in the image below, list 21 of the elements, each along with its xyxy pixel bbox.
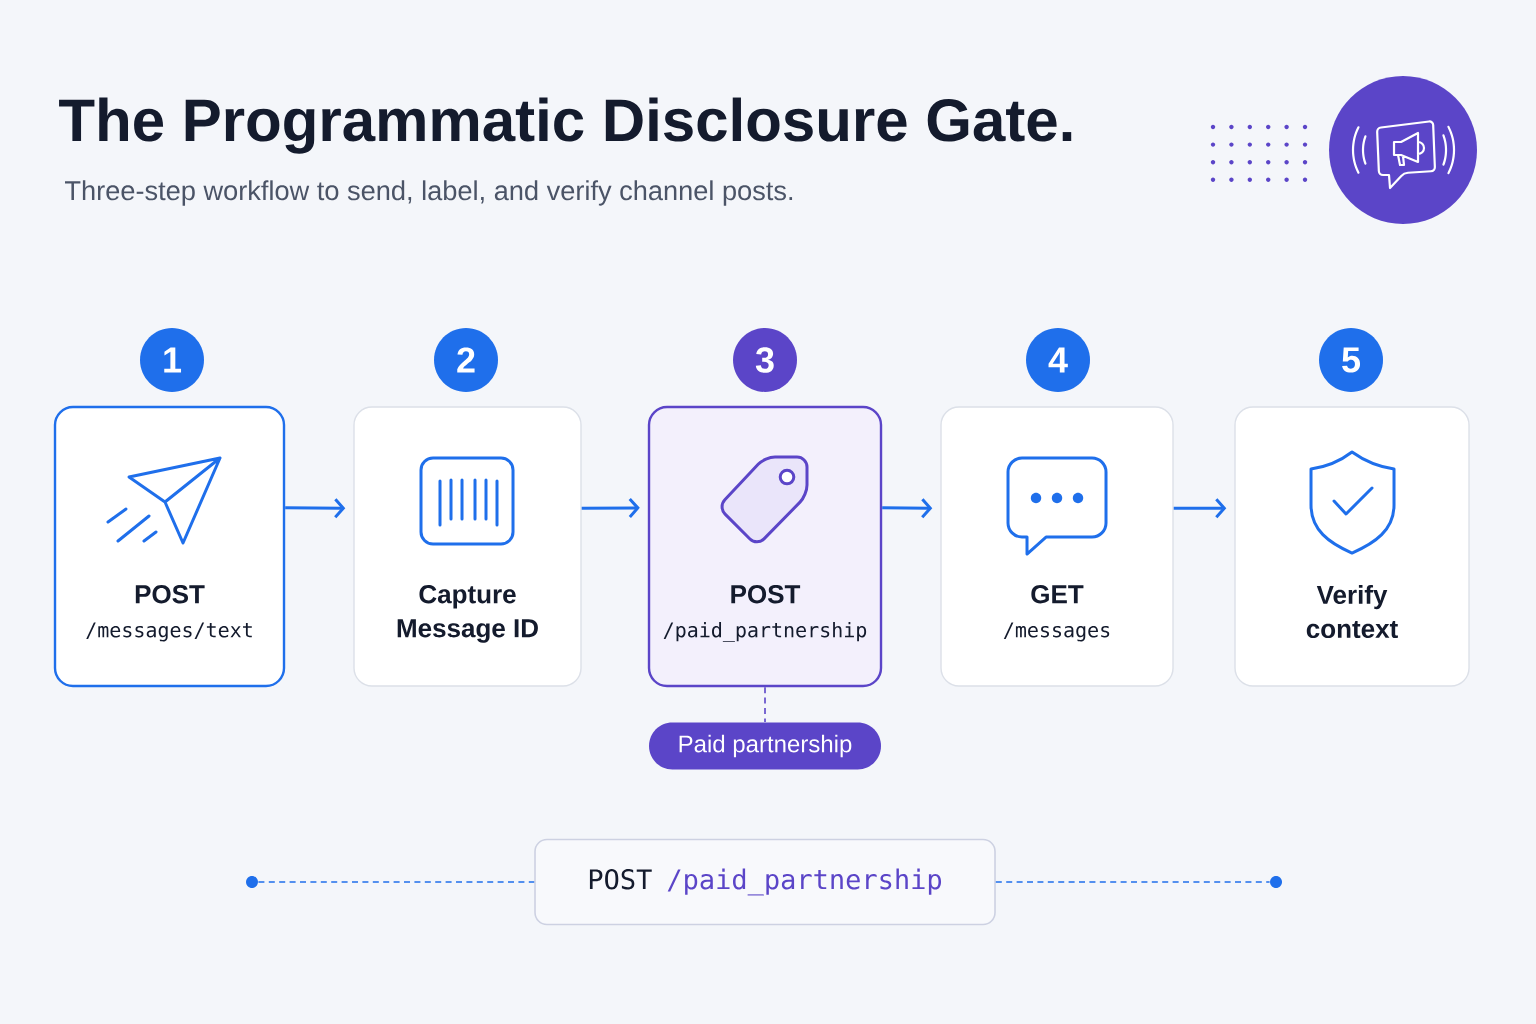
- subtitle: Three-step workflow to send, label, and verify channel posts.: [65, 180, 793, 206]
- step-card: POST /messages/text: [53, 405, 286, 688]
- number-badge: 3: [733, 328, 797, 392]
- label-pill: Paid partnership: [649, 722, 881, 770]
- step-card: Capture Message ID: [353, 406, 582, 687]
- dashed-line: [257, 881, 535, 883]
- number-badge: 5: [1319, 328, 1383, 392]
- number-badge: 4: [1026, 328, 1090, 392]
- code-box: POST /paid_partnership: [534, 838, 996, 926]
- step-card: GET /messages: [940, 406, 1174, 687]
- number-badge: 2: [434, 328, 498, 392]
- title: The Programmatic Disclosure Gate.: [59, 97, 1072, 154]
- step-card: POST /paid_partnership: [647, 405, 883, 688]
- arrow: [882, 498, 933, 519]
- arrow: [285, 498, 346, 519]
- step-card: Verify context: [1234, 406, 1470, 687]
- arrow: [1173, 498, 1227, 519]
- number-badge: 1: [140, 328, 204, 392]
- dashed-line: [995, 881, 1271, 883]
- dashed-line: [764, 686, 766, 723]
- arrow: [581, 497, 640, 518]
